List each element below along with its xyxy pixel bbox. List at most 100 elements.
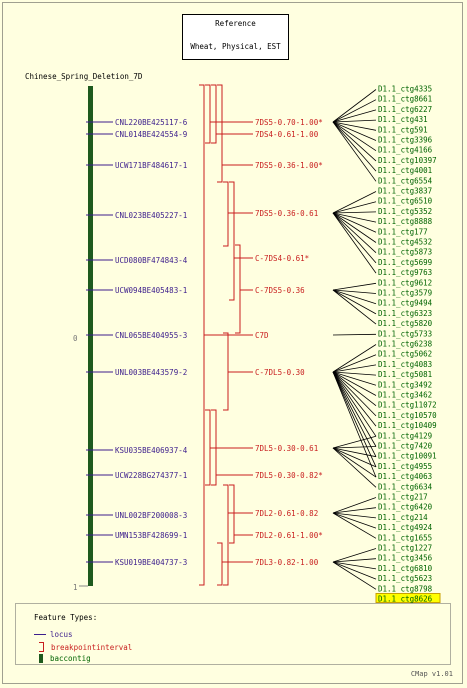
interval-label[interactable]: 7DL2-0.61-1.00*: [255, 531, 323, 540]
contig-label[interactable]: D1.1_ctg3456: [378, 554, 433, 563]
contig-label[interactable]: D1.1_ctg10570: [378, 411, 437, 420]
highlighted-contig-label[interactable]: D1.1_ctg8626: [378, 595, 433, 604]
locus-label[interactable]: UNL002BF200008-3: [115, 511, 187, 520]
breakpoint-bracket[interactable]: [199, 84, 205, 586]
locus-label[interactable]: UCD080BF474843-4: [115, 256, 188, 265]
contig-label[interactable]: D1.1_ctg4063: [378, 472, 432, 481]
contig-label[interactable]: D1.1_ctg177: [378, 227, 428, 236]
contig-label[interactable]: D1.1_ctg4532: [378, 238, 432, 247]
contig-label[interactable]: D1.1_ctg1655: [378, 533, 432, 542]
interval-label[interactable]: 7DL5-0.30-0.82*: [255, 471, 323, 480]
breakpoint-bracket[interactable]: [229, 484, 235, 544]
contig-label[interactable]: D1.1_ctg10091: [378, 452, 437, 461]
interval-label[interactable]: C-7DL5-0.30: [255, 368, 305, 377]
contig-label[interactable]: D1.1_ctg3837: [378, 187, 432, 196]
contig-label[interactable]: D1.1_ctg5873: [378, 248, 432, 257]
contig-label[interactable]: D1.1_ctg6323: [378, 309, 432, 318]
contig-label[interactable]: D1.1_ctg6420: [378, 503, 433, 512]
correspondence-line: [332, 371, 377, 468]
breakpoint-bracket[interactable]: [229, 181, 235, 301]
contig-label[interactable]: D1.1_ctg5352: [378, 207, 432, 216]
interval-label[interactable]: C-7DS5-0.36: [255, 286, 305, 295]
interval-label[interactable]: 7DS5-0.36-0.61: [255, 209, 318, 218]
correspondence-line: [332, 446, 377, 449]
contig-label[interactable]: D1.1_ctg3462: [378, 391, 432, 400]
contig-label[interactable]: D1.1_ctg6238: [378, 340, 433, 349]
interval-label[interactable]: 7DL5-0.30-0.61: [255, 444, 318, 453]
contig-label[interactable]: D1.1_ctg1227: [378, 544, 432, 553]
reference-box[interactable]: Reference Wheat, Physical, EST: [182, 14, 289, 60]
contig-label[interactable]: D1.1_ctg5733: [378, 329, 432, 338]
contig-label[interactable]: D1.1_ctg4001: [378, 166, 432, 175]
breakpoint-bracket[interactable]: [223, 484, 229, 586]
locus-label[interactable]: UNL003BE443579-2: [115, 368, 187, 377]
locus-label[interactable]: UMN153BF428699-1: [115, 531, 187, 540]
contig-label[interactable]: D1.1_ctg3396: [378, 136, 433, 145]
contig-label[interactable]: D1.1_ctg5623: [378, 574, 432, 583]
interval-label[interactable]: 7DS5-0.70-1.00*: [255, 118, 323, 127]
interval-label[interactable]: C7D: [255, 331, 269, 340]
contig-label[interactable]: D1.1_ctg3579: [378, 289, 432, 298]
contig-label[interactable]: D1.1_ctg9494: [378, 299, 433, 308]
contig-label[interactable]: D1.1_ctg10397: [378, 156, 437, 165]
breakpoint-bracket[interactable]: [217, 84, 223, 183]
contig-label[interactable]: D1.1_ctg431: [378, 115, 428, 124]
contig-label[interactable]: D1.1_ctg6554: [378, 176, 433, 185]
contig-label[interactable]: D1.1_ctg4955: [378, 462, 432, 471]
contig-label[interactable]: D1.1_ctg9612: [378, 278, 432, 287]
contig-label[interactable]: D1.1_ctg5699: [378, 258, 432, 267]
contig-label[interactable]: D1.1_ctg9763: [378, 268, 432, 277]
locus-label[interactable]: CNL014BE424554-9: [115, 130, 187, 139]
locus-label[interactable]: KSU035BE406937-4: [115, 446, 188, 455]
legend-item-locus: locus: [34, 630, 73, 639]
correspondence-line: [332, 121, 377, 172]
interval-label[interactable]: 7DS4-0.61-1.00: [255, 130, 319, 139]
contig-label[interactable]: D1.1_ctg591: [378, 125, 428, 134]
locus-label[interactable]: CNL023BE405227-1: [115, 211, 187, 220]
interval-label[interactable]: 7DL3-0.82-1.00: [255, 558, 319, 567]
contig-label[interactable]: D1.1_ctg6634: [378, 482, 433, 491]
contig-label[interactable]: D1.1_ctg7420: [378, 442, 433, 451]
contig-label[interactable]: D1.1_ctg6510: [378, 197, 433, 206]
locus-label[interactable]: CNL220BE425117-6: [115, 118, 188, 127]
interval-label[interactable]: 7DS5-0.36-1.00*: [255, 161, 323, 170]
correspondence-line: [332, 212, 377, 253]
contig-label[interactable]: D1.1_ctg5820: [378, 319, 433, 328]
breakpoint-swatch-icon: [39, 642, 44, 652]
interval-label[interactable]: C-7DS4-0.61*: [255, 254, 309, 263]
contig-label[interactable]: D1.1_ctg214: [378, 513, 428, 522]
interval-label[interactable]: 7DL2-0.61-0.82: [255, 509, 318, 518]
contig-label[interactable]: D1.1_ctg8798: [378, 584, 433, 593]
contig-label[interactable]: D1.1_ctg10409: [378, 421, 437, 430]
map-title[interactable]: Chinese_Spring_Deletion_7D: [25, 72, 143, 81]
contig-label[interactable]: D1.1_ctg6810: [378, 564, 433, 573]
breakpoint-bracket[interactable]: [211, 84, 217, 144]
contig-label[interactable]: D1.1_ctg8661: [378, 95, 432, 104]
contig-label[interactable]: D1.1_ctg4335: [378, 85, 432, 94]
contig-label[interactable]: D1.1_ctg4083: [378, 360, 432, 369]
locus-label[interactable]: KSU019BE404737-3: [115, 558, 187, 567]
breakpoint-bracket[interactable]: [235, 244, 241, 334]
locus-label[interactable]: UCW171BF484617-1: [115, 161, 187, 170]
contig-label[interactable]: D1.1_ctg4924: [378, 523, 433, 532]
contig-label[interactable]: D1.1_ctg5081: [378, 370, 432, 379]
locus-label[interactable]: UCW094BE405483-1: [115, 286, 187, 295]
breakpoint-bracket[interactable]: [211, 409, 217, 486]
locus-label[interactable]: UCW228BG274377-1: [115, 471, 187, 480]
contig-label[interactable]: D1.1_ctg6227: [378, 105, 432, 114]
chromosome-backbone[interactable]: [88, 86, 93, 586]
contig-label[interactable]: D1.1_ctg8888: [378, 217, 433, 226]
breakpoint-bracket[interactable]: [223, 181, 229, 247]
contig-label[interactable]: D1.1_ctg3492: [378, 380, 432, 389]
contig-label[interactable]: D1.1_ctg4166: [378, 146, 433, 155]
contig-label[interactable]: D1.1_ctg11072: [378, 401, 437, 410]
breakpoint-bracket[interactable]: [217, 542, 223, 586]
contig-label[interactable]: D1.1_ctg4129: [378, 431, 432, 440]
highlighted-contig-box: [375, 593, 441, 603]
breakpoint-bracket[interactable]: [205, 409, 211, 486]
breakpoint-bracket[interactable]: [205, 84, 211, 144]
contig-label[interactable]: D1.1_ctg5062: [378, 350, 432, 359]
breakpoint-bracket[interactable]: [223, 332, 229, 411]
locus-label[interactable]: CNL065BE404955-3: [115, 331, 187, 340]
contig-label[interactable]: D1.1_ctg217: [378, 493, 428, 502]
